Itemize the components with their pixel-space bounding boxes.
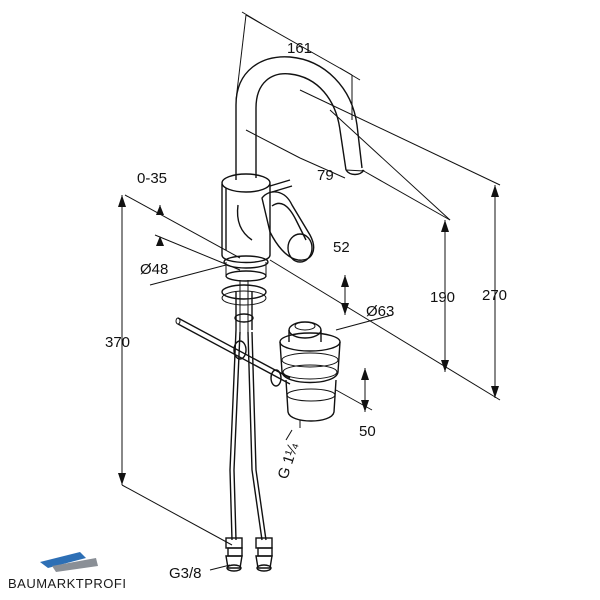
baumarktprofi-logo: BAUMARKTPROFI — [8, 548, 168, 594]
spout — [235, 56, 365, 180]
mounting-hardware — [221, 280, 267, 340]
supply-hoses — [225, 329, 273, 572]
dim-50: 50 — [359, 423, 376, 440]
logo-roof-icon — [40, 552, 98, 572]
dim-g-3-8: G3/8 — [169, 565, 202, 582]
dim-diameter-48: Ø48 — [140, 261, 168, 278]
lever-handle — [236, 179, 315, 263]
dim-161: 161 — [287, 40, 312, 57]
pop-up-waste — [279, 321, 341, 428]
dim-270: 270 — [482, 287, 507, 304]
faucet-body — [221, 173, 271, 282]
pop-up-rod — [175, 317, 291, 387]
logo-text: BAUMARKTPROFI — [8, 576, 127, 591]
dim-g-1-1-4: G 1¼ — [275, 441, 303, 482]
dim-79: 79 — [317, 167, 334, 184]
dim-370: 370 — [105, 334, 130, 351]
dimension-lines — [118, 11, 501, 571]
dim-diameter-63: Ø63 — [366, 303, 394, 320]
dim-190: 190 — [430, 289, 455, 306]
dim-0-35: 0-35 — [137, 170, 167, 187]
dim-52: 52 — [333, 239, 350, 256]
